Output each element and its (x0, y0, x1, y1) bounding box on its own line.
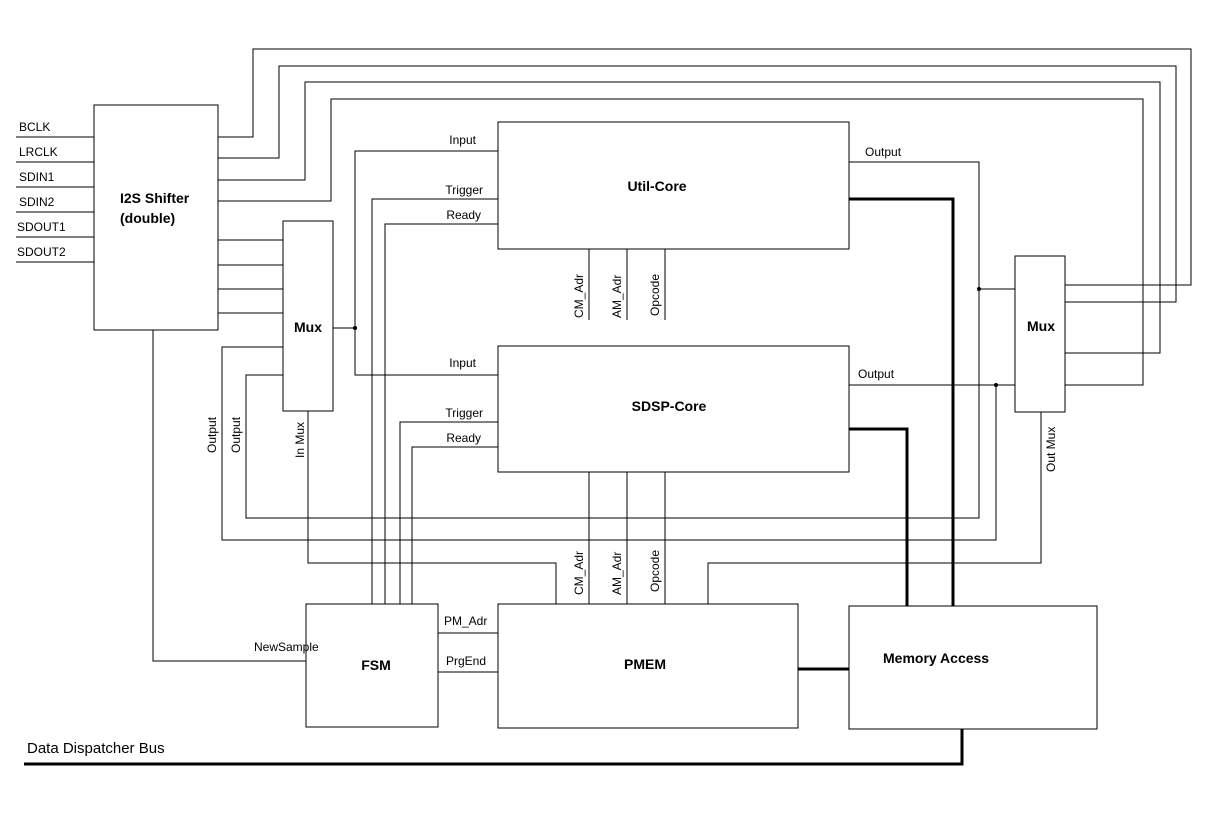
prg-end-label: PrgEnd (446, 654, 486, 668)
sdsp-cm-adr-label: CM_Adr (572, 551, 586, 595)
i2s-shifter-subtitle: (double) (120, 210, 175, 226)
new-sample-label: NewSample (254, 640, 319, 654)
port-label-sdin1: SDIN1 (19, 170, 55, 184)
output-mux-block: Mux (1014, 255, 1066, 413)
util-ready-label: Ready (446, 208, 481, 222)
sdsp-opcode-label: Opcode (648, 550, 662, 592)
sdsp-core-title: SDSP-Core (632, 398, 707, 414)
i2s-shifter-title: I2S Shifter (120, 190, 190, 206)
data-dispatcher-bus-line (24, 729, 964, 766)
wires (16, 48, 1192, 673)
pmem-block: PMEM (497, 603, 799, 729)
util-output-label: Output (865, 145, 902, 159)
sdsp-output-label: Output (858, 367, 895, 381)
util-am-adr-label: AM_Adr (610, 275, 624, 318)
pmem-title: PMEM (624, 656, 666, 672)
output-left-label-2: Output (229, 416, 243, 453)
util-trigger-label: Trigger (445, 183, 483, 197)
sdsp-am-adr-label: AM_Adr (610, 552, 624, 595)
input-mux-title: Mux (294, 319, 322, 335)
data-dispatcher-bus-label: Data Dispatcher Bus (27, 740, 165, 757)
sdsp-core-block: SDSP-Core (497, 345, 850, 473)
port-label-sdout1: SDOUT1 (17, 220, 66, 234)
port-label-lrclk: LRCLK (19, 145, 58, 159)
sdsp-ready-label: Ready (446, 431, 481, 445)
port-label-sdout2: SDOUT2 (17, 245, 66, 259)
fsm-title: FSM (361, 657, 391, 673)
busses (24, 197, 964, 766)
sdsp-input-label: Input (449, 356, 476, 370)
fsm-block: FSM (305, 603, 439, 728)
output-left-label-1: Output (205, 416, 219, 453)
util-core-title: Util-Core (627, 178, 686, 194)
util-cm-adr-label: CM_Adr (572, 274, 586, 318)
input-mux-block: Mux (282, 220, 334, 412)
util-opcode-label: Opcode (648, 274, 662, 316)
memory-access-title: Memory Access (883, 650, 989, 666)
util-input-label: Input (449, 133, 476, 147)
port-label-bclk: BCLK (19, 120, 50, 134)
sdsp-trigger-label: Trigger (445, 406, 483, 420)
util-core-block: Util-Core (497, 121, 850, 250)
pm-adr-label: PM_Adr (444, 614, 487, 628)
memory-access-block: Memory Access (848, 605, 1098, 730)
junctions (353, 287, 998, 387)
i2s-port-labels: BCLK LRCLK SDIN1 SDIN2 SDOUT1 SDOUT2 (17, 120, 66, 259)
out-mux-label: Out Mux (1044, 427, 1058, 472)
port-label-sdin2: SDIN2 (19, 195, 55, 209)
i2s-shifter-block: I2S Shifter (double) (93, 104, 219, 331)
output-mux-title: Mux (1027, 318, 1055, 334)
in-mux-label: In Mux (293, 422, 307, 458)
signal-labels: Input Trigger Ready Output Input Trigger… (205, 133, 1058, 668)
